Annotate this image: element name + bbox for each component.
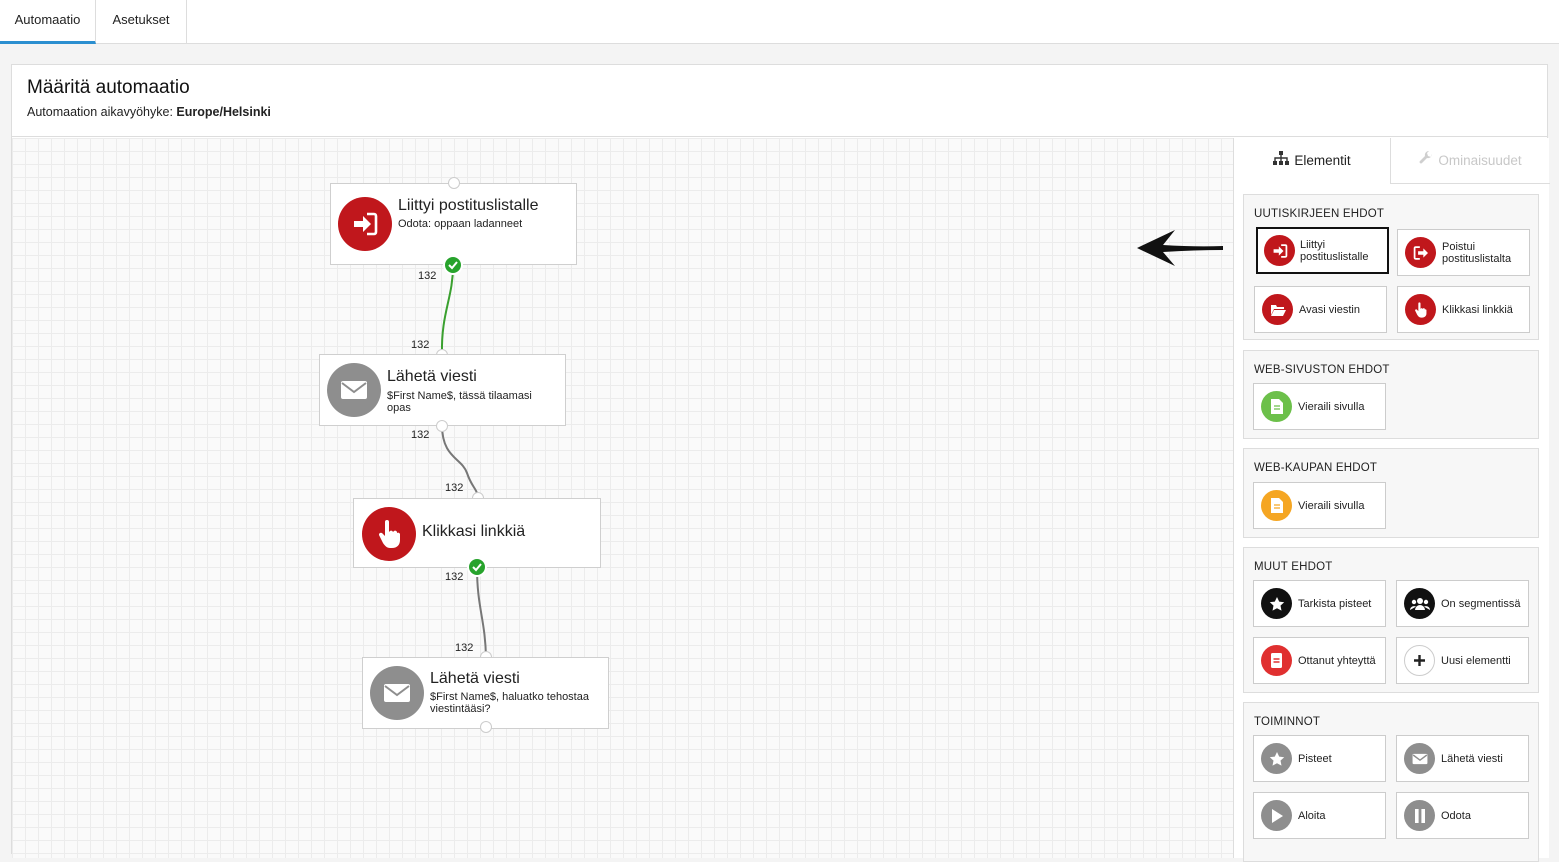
tab-label: Ominaisuudet	[1438, 153, 1522, 168]
element-visited-page[interactable]: Vieraili sivulla	[1253, 482, 1386, 529]
element-label: Ottanut yhteyttä	[1298, 654, 1376, 667]
group-title: TOIMINNOT	[1254, 716, 1321, 728]
wrench-icon	[1419, 138, 1433, 184]
count-label: 132	[455, 642, 474, 654]
group-title: MUUT EHDOT	[1254, 561, 1333, 573]
element-label: Lähetä viesti	[1441, 752, 1503, 765]
tab-label: Elementit	[1294, 153, 1351, 168]
count-label: 132	[418, 270, 437, 282]
sign-out-icon	[1405, 237, 1436, 268]
envelope-icon	[370, 666, 424, 720]
group-other-conditions: MUUT EHDOT Tarkista pisteet On segmentis…	[1243, 547, 1539, 693]
output-port[interactable]	[480, 721, 492, 733]
node-subtitle: Odota: oppaan ladanneet	[398, 218, 523, 230]
folder-open-icon	[1262, 294, 1293, 325]
element-start[interactable]: Aloita	[1253, 792, 1386, 839]
element-label: Uusi elementti	[1441, 654, 1511, 667]
flow-node-send-message[interactable]: Lähetä viesti $First Name$, haluatko teh…	[362, 657, 609, 729]
connector-lines	[440, 265, 487, 658]
top-tab-bar: Automaatio Asetukset	[0, 0, 1559, 44]
node-subtitle: $First Name$, haluatko tehostaa viestint…	[430, 691, 589, 715]
element-new-element[interactable]: Uusi elementti	[1396, 637, 1529, 684]
star-icon	[1261, 743, 1292, 774]
star-icon	[1261, 588, 1292, 619]
contact-card-icon	[1261, 645, 1292, 676]
flow-canvas[interactable]: Liittyi postituslistalle Odota: oppaan l…	[12, 138, 1233, 858]
envelope-icon	[1404, 743, 1435, 774]
flow-node-send-message[interactable]: Lähetä viesti $First Name$, tässä tilaam…	[319, 354, 566, 426]
element-label: Vieraili sivulla	[1298, 499, 1365, 512]
sitemap-icon	[1273, 138, 1290, 184]
plus-icon	[1404, 645, 1435, 676]
element-contacted[interactable]: Ottanut yhteyttä	[1253, 637, 1386, 684]
check-icon[interactable]	[467, 557, 487, 577]
tab-elementit[interactable]: Elementit	[1234, 138, 1391, 184]
group-title: WEB-KAUPAN EHDOT	[1254, 462, 1378, 474]
element-left-list[interactable]: Poistui postituslistalta	[1397, 229, 1530, 276]
element-label: Vieraili sivulla	[1298, 400, 1365, 413]
element-visited-page[interactable]: Vieraili sivulla	[1253, 383, 1386, 430]
group-actions: TOIMINNOT Pisteet Lähetä viesti Aloita	[1243, 702, 1539, 862]
flow-node-joined-list[interactable]: Liittyi postituslistalle Odota: oppaan l…	[330, 183, 577, 265]
count-label: 132	[445, 571, 464, 583]
group-website-conditions: WEB-SIVUSTON EHDOT Vieraili sivulla	[1243, 350, 1539, 439]
element-label: Avasi viestin	[1299, 303, 1360, 316]
node-subtitle: $First Name$, tässä tilaamasi opas	[387, 390, 532, 414]
count-label: 132	[411, 429, 430, 441]
output-port[interactable]	[436, 420, 448, 432]
annotation-arrow-icon	[1137, 230, 1223, 266]
tab-ominaisuudet[interactable]: Ominaisuudet	[1391, 138, 1550, 184]
document-icon	[1261, 490, 1292, 521]
check-icon[interactable]	[443, 255, 463, 275]
group-title: UUTISKIRJEEN EHDOT	[1254, 208, 1385, 220]
element-label: Liittyi postituslistalle	[1300, 238, 1369, 263]
element-wait[interactable]: Odota	[1396, 792, 1529, 839]
input-port[interactable]	[448, 177, 460, 189]
card-header: Määritä automaatio Automaation aikavyöhy…	[12, 65, 1547, 137]
element-clicked-link[interactable]: Klikkasi linkkiä	[1397, 286, 1530, 333]
element-points[interactable]: Pisteet	[1253, 735, 1386, 782]
document-icon	[1261, 391, 1292, 422]
element-label: Odota	[1441, 809, 1471, 822]
play-icon	[1261, 800, 1292, 831]
element-label: Poistui postituslistalta	[1442, 240, 1512, 265]
element-joined-list[interactable]: Liittyi postituslistalle	[1256, 227, 1389, 274]
node-title: Liittyi postituslistalle	[398, 197, 539, 214]
timezone-value: Europe/Helsinki	[176, 105, 271, 119]
element-label: On segmentissä	[1441, 597, 1521, 610]
pointer-hand-icon	[1405, 294, 1436, 325]
element-label: Aloita	[1298, 809, 1326, 822]
pause-icon	[1404, 800, 1435, 831]
node-title: Lähetä viesti	[430, 670, 520, 687]
node-title: Klikkasi linkkiä	[422, 523, 526, 540]
tab-asetukset[interactable]: Asetukset	[96, 0, 187, 44]
users-icon	[1404, 588, 1435, 619]
timezone-label: Automaation aikavyöhyke:	[27, 105, 173, 119]
element-label: Pisteet	[1298, 752, 1332, 765]
count-label: 132	[445, 482, 464, 494]
element-check-points[interactable]: Tarkista pisteet	[1253, 580, 1386, 627]
tab-automaatio[interactable]: Automaatio	[0, 0, 96, 44]
element-label: Tarkista pisteet	[1298, 597, 1372, 610]
automation-card: Määritä automaatio Automaation aikavyöhy…	[11, 64, 1550, 862]
pointer-hand-icon	[362, 507, 416, 561]
envelope-icon	[327, 363, 381, 417]
flow-node-clicked-link[interactable]: Klikkasi linkkiä	[353, 498, 601, 568]
group-webshop-conditions: WEB-KAUPAN EHDOT Vieraili sivulla	[1243, 448, 1539, 538]
timezone-line: Automaation aikavyöhyke: Europe/Helsinki	[27, 105, 271, 119]
count-label: 132	[411, 339, 430, 351]
element-in-segment[interactable]: On segmentissä	[1396, 580, 1529, 627]
group-newsletter-conditions: UUTISKIRJEEN EHDOT Liittyi postituslista…	[1243, 194, 1539, 340]
sign-in-icon	[1264, 235, 1295, 266]
element-opened-message[interactable]: Avasi viestin	[1254, 286, 1387, 333]
group-title: WEB-SIVUSTON EHDOT	[1254, 364, 1390, 376]
element-label: Klikkasi linkkiä	[1442, 303, 1513, 316]
element-send-message[interactable]: Lähetä viesti	[1396, 735, 1529, 782]
elements-panel: Elementit Ominaisuudet UUTISKIRJEEN EHDO…	[1233, 138, 1550, 862]
page-title: Määritä automaatio	[27, 77, 190, 98]
node-title: Lähetä viesti	[387, 368, 477, 385]
sign-in-icon	[338, 197, 392, 251]
